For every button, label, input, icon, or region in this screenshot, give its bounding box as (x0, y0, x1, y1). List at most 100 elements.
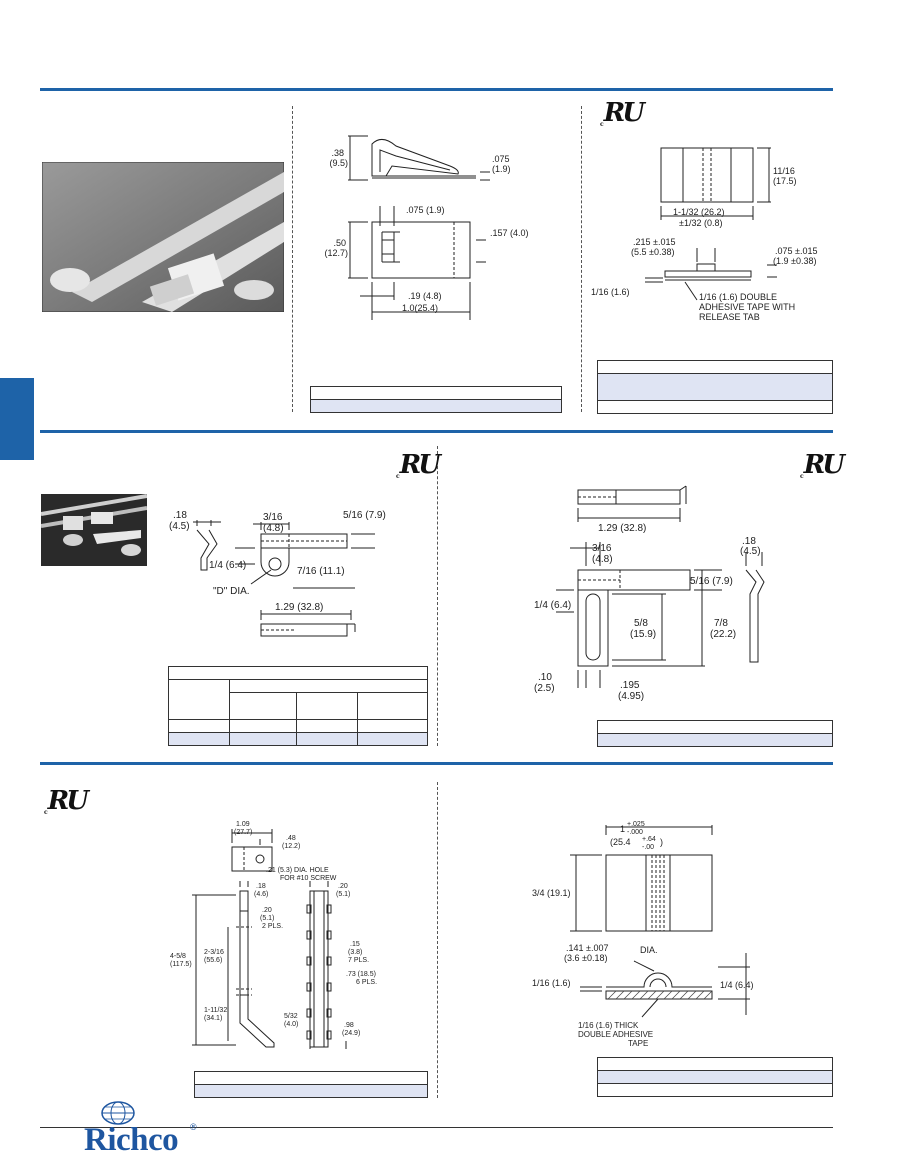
dim-label: .18 (256, 883, 266, 890)
drawing-s2: 11/16 (17.5) 1-1/32 (26.2) ±1/32 (0.8) .… (591, 147, 817, 322)
dim-label: 3/4 (19.1) (532, 888, 571, 898)
dim-label: (4.0) (284, 1021, 298, 1028)
note-label: 1/16 (1.6) THICK (578, 1021, 639, 1030)
dim-label: (17.5) (773, 176, 797, 186)
ul-recognized-icon: cRU (396, 450, 441, 480)
dim-label: 1.0(25.4) (402, 303, 438, 313)
dim-label: (4.95) (618, 691, 644, 702)
spec-table-s1 (310, 386, 562, 413)
dim-label: 5/16 (7.9) (690, 576, 733, 587)
dim-label: 3/16 (263, 512, 283, 523)
dim-label: "D" DIA. (213, 586, 250, 597)
dim-label: (24.9) (342, 1030, 360, 1037)
note-label: RELEASE TAB (699, 312, 760, 322)
note-label: ADHESIVE TAPE WITH (699, 302, 795, 312)
dim-label: 1 (620, 824, 625, 834)
dim-label: .19 (4.8) (408, 291, 442, 301)
dim-label: (5.5 ±0.38) (631, 247, 674, 257)
drawing-s1: .38 (9.5) .075 (1.9) .075 (1.9) .50 (12.… (324, 135, 529, 320)
dim-label: .73 (18.5) (346, 971, 376, 978)
dim-label: (1.9) (492, 164, 511, 174)
dim-label: 1/4 (6.4) (720, 980, 754, 990)
dim-label: 5/8 (634, 618, 648, 629)
dim-label: (3.8) (348, 949, 362, 956)
note-label: 1/16 (1.6) DOUBLE (699, 292, 777, 302)
dim-label: .50 (333, 238, 346, 248)
dim-label: 3/16 (592, 543, 612, 554)
column-divider-1 (292, 106, 293, 412)
registered-mark: ® (190, 1122, 197, 1132)
dim-label: 1/16 (1.6) (591, 287, 630, 297)
dim-label: .48 (286, 835, 296, 842)
dim-label: .15 (350, 941, 360, 948)
dim-label: (15.9) (630, 629, 656, 640)
dim-label: .20 (262, 907, 272, 914)
column-divider-3 (437, 446, 438, 746)
dim-label: 7/16 (11.1) (297, 566, 345, 577)
drawing-s5: 1.09 (27.7) .48 (12.2) .21 (5.3) DIA. HO… (170, 821, 377, 1049)
product-photo-1 (42, 162, 284, 312)
dim-label: .075 (1.9) (406, 205, 445, 215)
column-divider-2 (581, 106, 582, 412)
dim-label: 5/32 (284, 1013, 298, 1020)
dim-label: 1.09 (236, 821, 250, 828)
dim-label: .075 (492, 154, 510, 164)
dim-label: DIA. (640, 945, 658, 955)
note-label: TAPE (628, 1039, 648, 1048)
dim-label: 7/8 (714, 618, 728, 629)
dim-label: (3.6 ±0.18) (564, 953, 607, 963)
dim-label: 7 PLS. (348, 957, 369, 964)
dim-label: (5.1) (336, 891, 350, 898)
dim-label: .38 (331, 148, 344, 158)
dim-label: +.025 (627, 821, 645, 828)
dim-label: (4.6) (254, 891, 268, 898)
richco-logo: Richco ® (72, 1100, 212, 1160)
dim-label: ) (660, 837, 663, 847)
column-divider-4 (437, 782, 438, 1098)
dim-label: (27.7) (234, 829, 252, 836)
brand-name: Richco (84, 1122, 179, 1158)
divider-lower (40, 762, 833, 765)
dim-label: +.64 (642, 836, 656, 843)
dim-label: 2 PLS. (262, 923, 283, 930)
dim-label: .157 (4.0) (490, 228, 529, 238)
drawing-s3: .18 (4.5) 3/16 (4.8) 5/16 (7.9) 1/4 (6.4… (169, 510, 386, 637)
dim-label: 6 PLS. (356, 979, 377, 986)
divider-mid (40, 430, 833, 433)
drawing-s4: 1.29 (32.8) 3/16 (4.8) .18 (4.5) 5/16 (7… (534, 485, 765, 702)
dim-label: .98 (344, 1022, 354, 1029)
dim-label: 2-3/16 (204, 949, 224, 956)
dim-label: 5/16 (7.9) (343, 510, 386, 521)
dim-label: (2.5) (534, 683, 555, 694)
dim-label: (117.5) (170, 961, 192, 968)
dim-label: 1-1/32 (26.2) (673, 207, 725, 217)
footer-rule (40, 1127, 833, 1128)
dim-label: 1-11/32 (204, 1007, 227, 1014)
drawing-s6: 1 +.025 -.000 (25.4 +.64 -.00 ) 3/4 (19.… (532, 821, 754, 1048)
dim-label: 1.29 (32.8) (598, 523, 646, 534)
dim-label: (12.2) (282, 843, 300, 850)
spec-table-s2 (597, 360, 833, 414)
dim-label: 1.29 (32.8) (275, 602, 323, 613)
globe-icon (101, 1101, 135, 1125)
dim-label: (55.6) (204, 957, 222, 964)
dim-label: (34.1) (204, 1015, 222, 1022)
ul-recognized-icon: cRU (800, 450, 845, 480)
dim-label: (4.5) (169, 521, 190, 532)
dim-label: .21 (5.3) DIA. HOLE (266, 867, 329, 874)
dim-label: ±1/32 (0.8) (679, 218, 722, 228)
dim-label: (22.2) (710, 629, 736, 640)
dim-label: (4.8) (263, 523, 284, 534)
dim-label: .10 (538, 672, 552, 683)
dim-label: FOR #10 SCREW (280, 875, 337, 882)
dim-label: .20 (338, 883, 348, 890)
spec-table-s6 (597, 1057, 833, 1097)
dim-label: (12.7) (324, 248, 348, 258)
dim-label: .075 ±.015 (775, 246, 817, 256)
dim-label: 1/16 (1.6) (532, 978, 571, 988)
spec-table-s5 (194, 1071, 428, 1098)
dim-label: (5.1) (260, 915, 274, 922)
dim-label: (9.5) (329, 158, 348, 168)
dim-label: 4-5/8 (170, 953, 186, 960)
section-tab (0, 378, 34, 460)
